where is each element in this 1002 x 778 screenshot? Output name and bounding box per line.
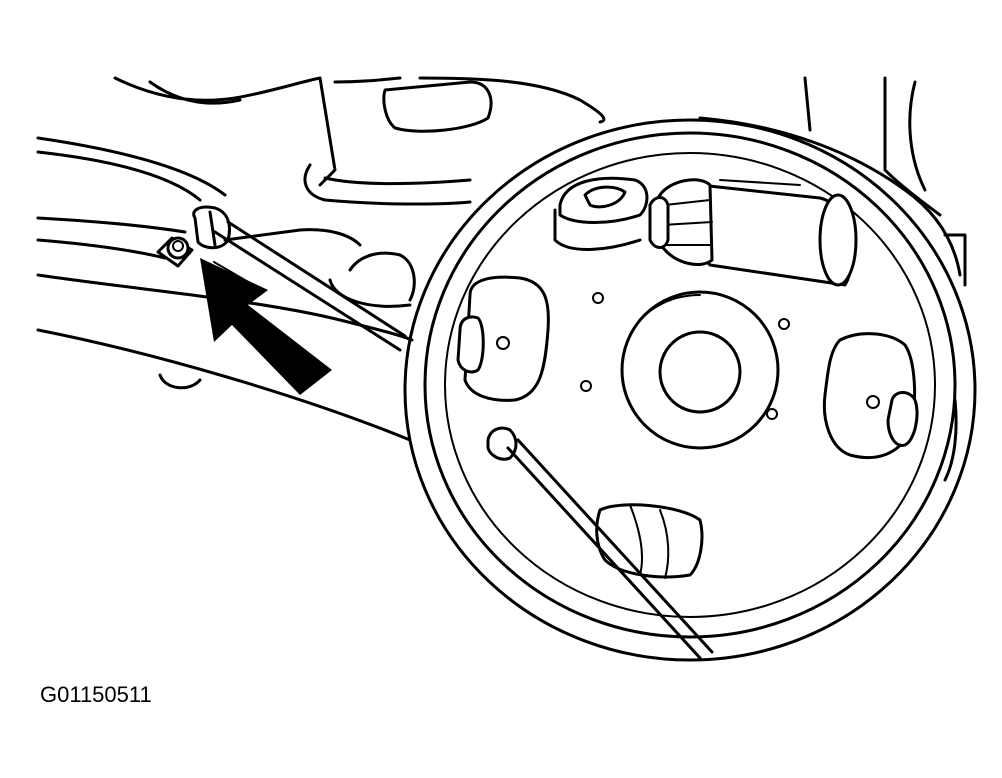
clip-bolt xyxy=(156,236,194,268)
mounting-holes xyxy=(580,292,790,420)
callout-arrow-icon xyxy=(200,258,332,395)
shoe-pad-left xyxy=(456,275,550,402)
figure-id-label: G01150511 xyxy=(40,682,152,707)
hub-opening xyxy=(620,290,780,450)
upper-body-outline xyxy=(113,76,942,217)
right-edge-outline xyxy=(943,233,967,482)
shoe-pad-right xyxy=(822,332,919,460)
brake-line xyxy=(192,205,407,352)
axle-beam xyxy=(36,136,472,442)
parking-cable xyxy=(486,426,714,660)
wheel-cylinder xyxy=(553,176,858,287)
backing-plate xyxy=(403,116,977,662)
